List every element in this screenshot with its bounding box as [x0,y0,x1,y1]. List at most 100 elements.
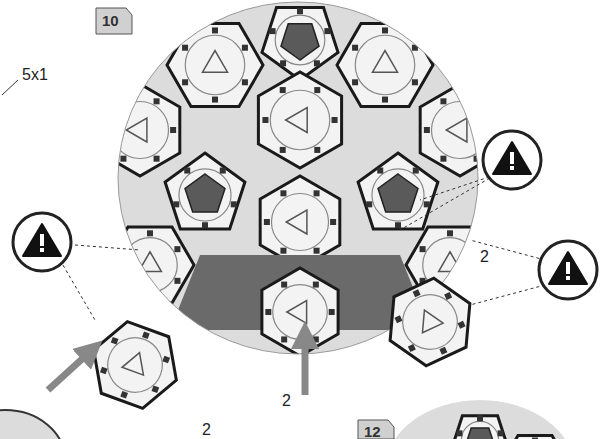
slot [382,97,388,103]
slot [297,8,303,14]
slot [395,222,401,228]
panel-ring [100,330,170,400]
callout-number: 2 [280,392,293,410]
slot [212,97,218,103]
slot [142,331,150,339]
panel [452,416,509,439]
panel-ring [179,169,231,221]
warning-icon [539,241,597,299]
panel-tab [203,51,228,73]
panel-ring [185,35,245,95]
slot [270,28,276,34]
insert-arrow [48,350,92,390]
next-ball [0,410,65,439]
panel-ring [431,101,488,158]
step-badge [96,8,132,34]
step-badge [358,420,394,439]
slot [147,230,153,236]
slot [413,289,421,297]
slot [212,27,218,33]
leader-line [470,285,545,305]
slot [382,27,388,33]
slot [152,385,160,393]
panel-ring [461,421,498,439]
slot [474,246,480,252]
slot [314,147,320,153]
slot [173,201,179,207]
slot [264,219,270,225]
panel [165,153,245,229]
slot [352,45,358,51]
slot [313,282,319,288]
leader-line [75,245,140,250]
slot [314,248,320,254]
panel-tab [373,51,398,73]
step-number: 10 [100,12,121,29]
panel [374,269,486,375]
callout-number: 2 [478,248,491,266]
slot [474,278,480,284]
panel [262,8,338,80]
panel [260,176,340,268]
slot [231,201,237,207]
slot [424,201,430,207]
slot [440,98,446,104]
slot [440,156,446,162]
slot [439,347,447,355]
panel-tab [446,118,467,142]
slot [280,87,286,93]
slot [447,230,453,236]
slot [424,127,430,133]
slot [111,337,119,345]
slot [147,294,153,300]
slot [324,28,330,34]
panel [81,314,190,416]
panel-tab [286,210,307,234]
panel [262,268,338,356]
warning-icon [483,131,541,189]
leader-line [400,175,495,230]
panel-ring [271,193,328,250]
panel-ring [273,285,328,340]
slot [314,190,320,196]
panel-ring [123,238,178,293]
slot [474,98,480,104]
slot [280,248,286,254]
slot [120,98,126,104]
panel [106,227,194,303]
slot [413,168,419,174]
slot [412,79,418,85]
slot [170,127,176,133]
insert-arrow [302,335,309,395]
panel-hole [281,24,319,60]
slot [314,60,320,66]
slot [498,430,504,436]
slot [120,278,126,284]
slot [366,201,372,207]
panel-ring [275,15,325,65]
slot [281,282,287,288]
slot [280,147,286,153]
slot [456,430,462,436]
panel-tab [287,301,307,324]
panel [167,23,263,106]
slot [377,168,383,174]
slot [280,190,286,196]
slot [477,415,483,421]
panel-ring [394,286,467,359]
panel-tab [122,349,150,375]
slot [104,127,110,133]
slot [281,336,287,342]
panel [100,84,180,176]
panel-tab [439,252,462,272]
panel-hole [378,174,418,212]
panel-ring [355,35,415,95]
panel-tab [126,118,147,142]
slot [490,127,496,133]
panel-ring [372,169,424,221]
panel [258,72,341,168]
slot [420,246,426,252]
slot [220,168,226,174]
slot [154,156,160,162]
